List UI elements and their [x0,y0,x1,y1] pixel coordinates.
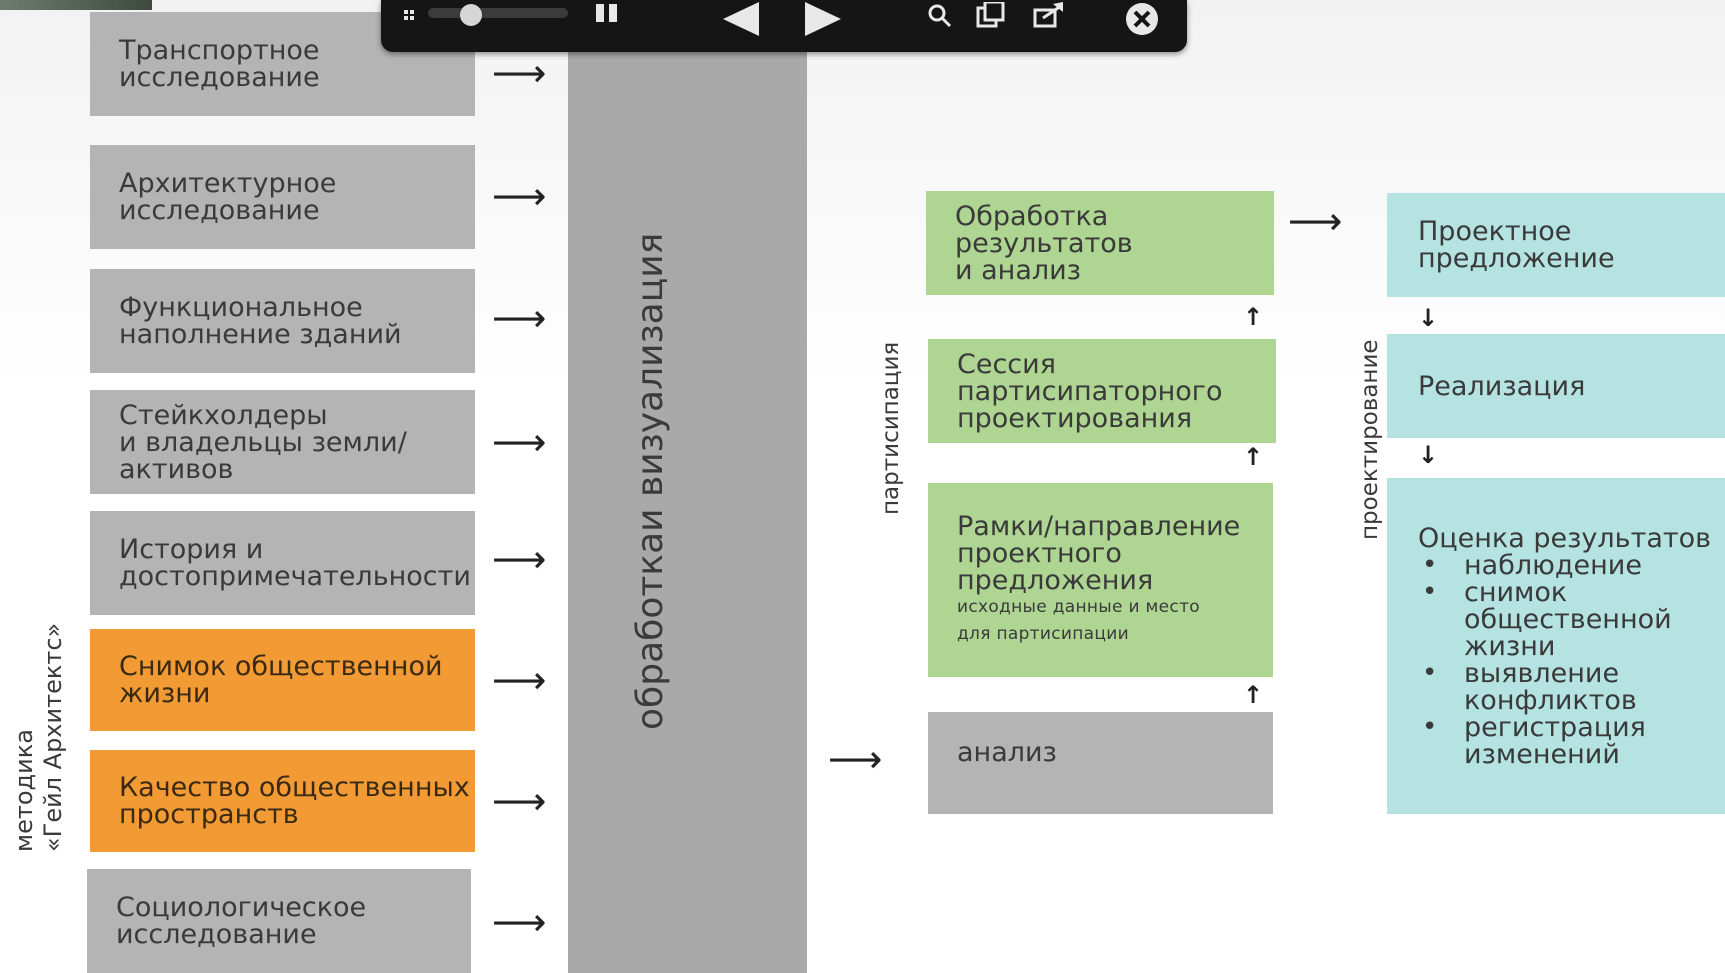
arrow-up-icon: ↑ [1243,681,1264,709]
zoom-slider[interactable] [428,8,568,18]
arrow-up-icon: ↑ [1243,303,1264,331]
arrow-right-icon: ⟶ [492,537,547,581]
arrow-right-icon: ⟶ [492,658,547,702]
box-implementation: Реализация [1387,334,1725,438]
box-label: Качество общественных пространств [119,772,470,830]
box-participatory-session: Сессия партисипаторного проектирования [928,339,1276,443]
box-label: История и достопримечательности [119,534,471,592]
box-label: Стейкхолдеры и владельцы земли/ активов [119,399,407,485]
list-item: регистрация изменений [1422,714,1672,768]
box-label: Функциональное наполнение зданий [119,292,402,350]
participation-vertical-label: партисипация [878,341,904,515]
slider-handle[interactable] [460,4,482,26]
arrow-right-icon: ⟶ [1288,199,1343,243]
search-icon[interactable] [928,4,952,32]
box-label: Реализация [1418,370,1586,402]
arrow-right-icon: ⟶ [492,900,547,944]
slideshow-toolbar [381,0,1187,52]
box-title: Рамки/направление проектного предложения [957,510,1241,596]
box-stakeholders: Стейкхолдеры и владельцы земли/ активов [90,390,475,494]
arrow-right-icon: ⟶ [492,51,547,95]
arrow-right-icon: ⟶ [492,420,547,464]
box-results-analysis: Обработка результатов и анализ [926,191,1274,295]
box-history-landmarks: История и достопримечательности [90,511,475,615]
arrow-right-icon: ⟶ [492,174,547,218]
pause-icon[interactable] [596,4,618,26]
method-vertical-label: методика «Гейл Архитектс» [10,622,67,852]
box-analysis: анализ [928,712,1273,814]
arrow-right-icon: ⟶ [492,779,547,823]
thumbnail-strip [0,0,152,10]
box-label: Социологическое исследование [116,892,367,950]
box-evaluation: Оценка результатов наблюдение снимок общ… [1387,478,1725,814]
box-label: Снимок общественной жизни [119,651,443,709]
arrow-right-icon: ⟶ [492,296,547,340]
evaluation-list: наблюдение снимок общественной жизни выя… [1418,552,1672,768]
next-icon[interactable] [805,2,841,40]
list-item: выявление конфликтов [1422,660,1672,714]
arrow-right-icon: ⟶ [828,737,883,781]
box-subtitle: исходные данные и место для партисипации [957,596,1200,644]
list-item: наблюдение [1422,552,1672,579]
box-sociological-study: Социологическое исследование [87,869,471,973]
box-building-functions: Функциональное наполнение зданий [90,269,475,373]
close-icon[interactable] [1125,2,1159,40]
box-label: Транспортное исследование [119,35,320,93]
box-title: Оценка результатов [1418,522,1712,554]
box-public-life-snapshot: Снимок общественной жизни [90,629,475,731]
box-label: Архитектурное исследование [119,168,337,226]
box-public-space-quality: Качество общественных пространств [90,750,475,852]
share-icon[interactable] [1033,2,1065,32]
arrow-up-icon: ↑ [1243,443,1264,471]
box-label: Сессия партисипаторного проектирования [957,348,1223,434]
list-item: снимок общественной жизни [1422,579,1672,660]
copy-icon[interactable] [976,0,1006,32]
design-vertical-label: проектирование [1357,339,1383,540]
box-architecture-study: Архитектурное исследование [90,145,475,249]
arrow-down-icon: ↓ [1418,304,1439,332]
box-label: Обработка результатов и анализ [955,200,1133,286]
prev-icon[interactable] [723,2,759,40]
box-design-proposal: Проектное предложение [1387,193,1725,297]
processing-visualization-bar [568,0,807,973]
box-label: анализ [957,737,1057,768]
grid-icon[interactable] [404,6,415,20]
box-design-framework: Рамки/направление проектного предложения… [928,483,1273,677]
processing-visualization-label: обработкаи визуализация [630,232,671,730]
arrow-down-icon: ↓ [1418,441,1439,469]
box-label: Проектное предложение [1418,216,1615,274]
